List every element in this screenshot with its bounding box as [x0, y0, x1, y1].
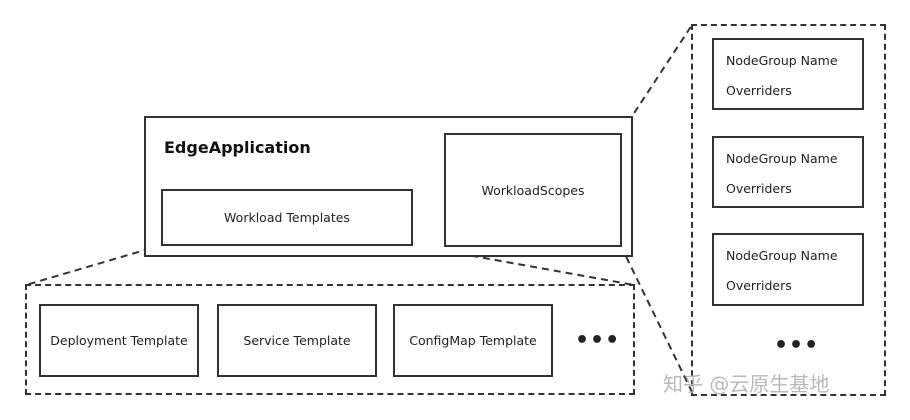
- edge-application-title: EdgeApplication: [164, 138, 311, 157]
- workload-templates-label: Workload Templates: [224, 210, 350, 225]
- workload-scopes-box: WorkloadScopes: [444, 133, 622, 247]
- connector-templates-left: [25, 244, 163, 286]
- template-label: Deployment Template: [50, 333, 188, 348]
- templates-expanded-container: [25, 284, 635, 395]
- nodegroup-overriders: Overriders: [726, 181, 792, 196]
- template-label: ConfigMap Template: [409, 333, 537, 348]
- connector-scopes-top: [620, 24, 693, 134]
- workload-templates-box: Workload Templates: [161, 189, 413, 246]
- connector-scopes-bottom: [620, 245, 693, 393]
- watermark-text: 知乎 @云原生基地: [663, 372, 830, 396]
- template-box-configmap: ConfigMap Template: [393, 304, 553, 377]
- templates-ellipsis: •••: [575, 328, 621, 353]
- template-label: Service Template: [243, 333, 351, 348]
- nodegroups-ellipsis: •••: [774, 333, 820, 358]
- nodegroup-box: NodeGroup Name Overriders: [712, 136, 864, 208]
- nodegroup-name: NodeGroup Name: [726, 151, 838, 166]
- nodegroup-name: NodeGroup Name: [726, 248, 838, 263]
- nodegroup-overriders: Overriders: [726, 278, 792, 293]
- workload-scopes-label: WorkloadScopes: [481, 182, 585, 198]
- scopes-expanded-container: [691, 24, 886, 396]
- template-box-service: Service Template: [217, 304, 377, 377]
- template-box-deployment: Deployment Template: [39, 304, 199, 377]
- nodegroup-name: NodeGroup Name: [726, 53, 838, 68]
- nodegroup-overriders: Overriders: [726, 83, 792, 98]
- nodegroup-box: NodeGroup Name Overriders: [712, 233, 864, 306]
- nodegroup-box: NodeGroup Name Overriders: [712, 38, 864, 110]
